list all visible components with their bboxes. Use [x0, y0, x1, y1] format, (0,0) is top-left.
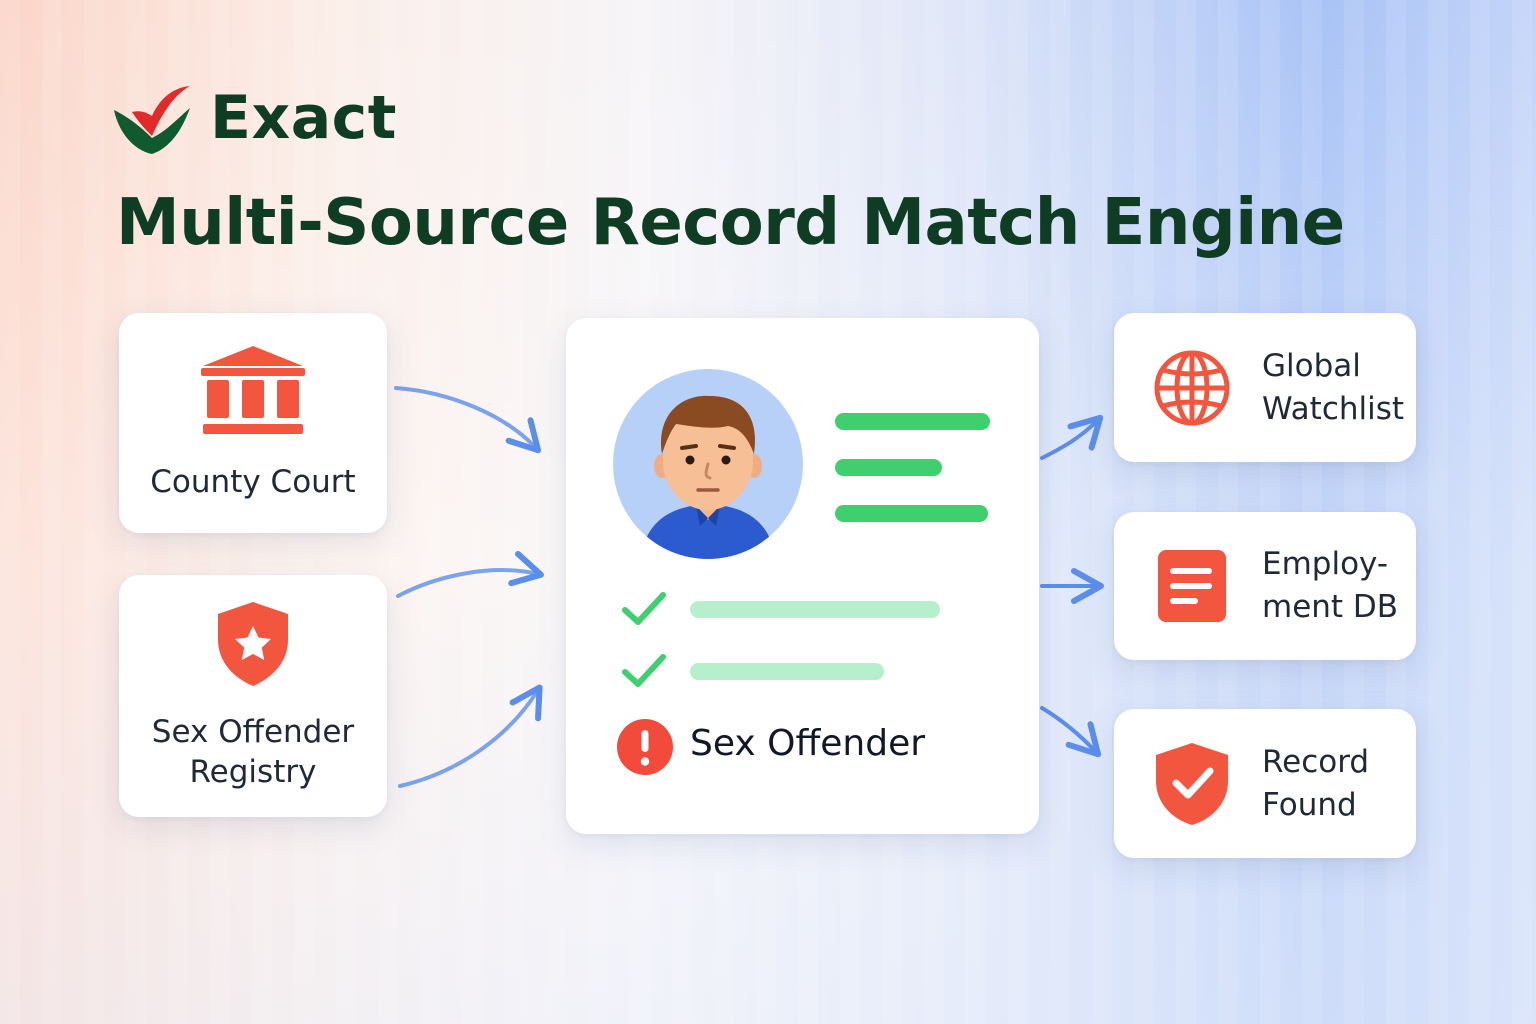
output-label: Employ- ment DB — [1262, 546, 1399, 625]
source-card-county-court: County Court — [119, 313, 387, 533]
arrow-profile-to-record — [1040, 706, 1102, 758]
arrow-registry-to-profile-2 — [398, 684, 543, 788]
match-result-bar — [690, 663, 884, 680]
page-title: Multi-Source Record Match Engine — [116, 186, 1345, 260]
match-result-bar — [690, 601, 940, 618]
star-shield-icon — [218, 601, 288, 686]
green-check-icon — [622, 592, 666, 625]
globe-icon — [1154, 350, 1230, 425]
profile-detail-bar — [835, 505, 988, 522]
output-card-employment-db: Employ- ment DB — [1114, 512, 1416, 660]
profile-detail-bar — [835, 413, 990, 430]
courthouse-icon — [201, 345, 305, 434]
exclamation-alert-icon — [617, 719, 673, 775]
source-label: County Court — [150, 463, 356, 500]
source-card-sex-offender-registry: Sex Offender Registry — [119, 575, 387, 817]
brand-logo: Exact — [110, 78, 397, 158]
output-card-global-watchlist: Global Watchlist — [1114, 313, 1416, 462]
red-green-checkmark-logo-icon — [114, 86, 190, 154]
output-card-record-found: Record Found — [1114, 709, 1416, 858]
arrow-registry-to-profile — [396, 550, 544, 598]
output-label: Record Found — [1262, 743, 1370, 823]
alert-label: Sex Offender — [690, 723, 926, 764]
person-avatar-icon — [613, 369, 803, 559]
profile-detail-bar — [835, 459, 942, 476]
brand-name: Exact — [210, 83, 397, 153]
source-label: Sex Offender Registry — [151, 713, 355, 790]
green-check-icon — [622, 654, 666, 687]
arrow-profile-to-watchlist — [1040, 414, 1104, 460]
document-icon — [1158, 550, 1226, 622]
shield-check-icon — [1156, 742, 1228, 825]
output-label: Global Watchlist — [1262, 347, 1405, 427]
arrow-court-to-profile — [394, 386, 542, 454]
matched-profile-card: Sex Offender — [566, 318, 1039, 834]
